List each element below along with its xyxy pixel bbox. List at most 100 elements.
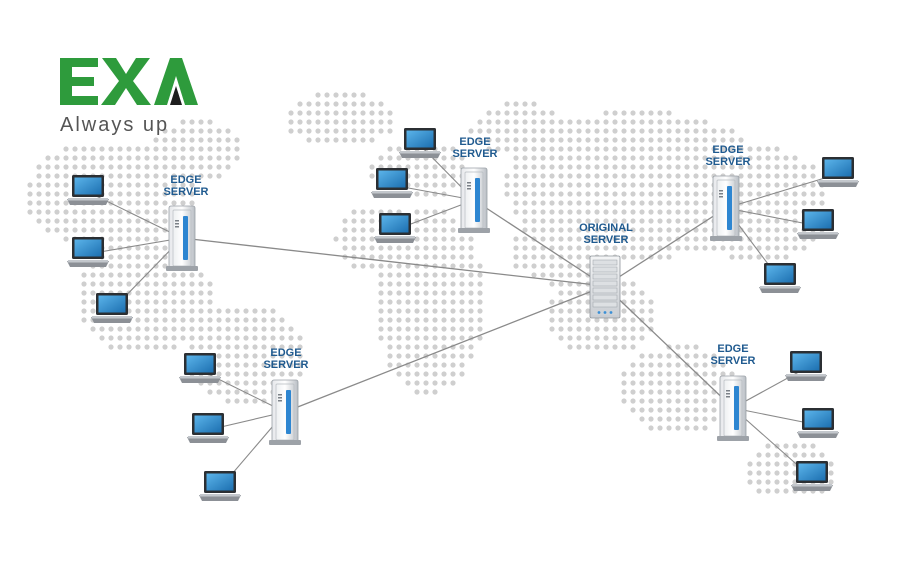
map-dot bbox=[558, 173, 564, 179]
map-dot bbox=[639, 308, 645, 314]
map-dot bbox=[351, 92, 357, 98]
map-dot bbox=[468, 308, 474, 314]
map-dot bbox=[234, 146, 240, 152]
map-dot bbox=[378, 326, 384, 332]
map-dot bbox=[585, 182, 591, 188]
map-dot bbox=[513, 110, 519, 116]
map-dot bbox=[81, 227, 87, 233]
laptop-icon bbox=[785, 351, 827, 381]
map-dot bbox=[441, 353, 447, 359]
map-dot bbox=[306, 119, 312, 125]
map-dot bbox=[513, 137, 519, 143]
map-dot bbox=[108, 344, 114, 350]
map-dot bbox=[396, 272, 402, 278]
map-dot bbox=[612, 200, 618, 206]
map-dot bbox=[756, 155, 762, 161]
map-dot bbox=[189, 155, 195, 161]
map-dot bbox=[225, 344, 231, 350]
map-dot bbox=[234, 308, 240, 314]
map-dot bbox=[774, 200, 780, 206]
map-dot bbox=[207, 308, 213, 314]
map-dot bbox=[594, 191, 600, 197]
map-dot bbox=[702, 236, 708, 242]
map-dot bbox=[378, 317, 384, 323]
map-dot bbox=[486, 119, 492, 125]
map-dot bbox=[216, 344, 222, 350]
map-dot bbox=[360, 110, 366, 116]
map-dot bbox=[567, 164, 573, 170]
map-dot bbox=[171, 308, 177, 314]
map-dot bbox=[54, 218, 60, 224]
map-dot bbox=[54, 191, 60, 197]
map-dot bbox=[783, 479, 789, 485]
map-dot bbox=[144, 164, 150, 170]
map-dot bbox=[360, 245, 366, 251]
map-dot bbox=[36, 218, 42, 224]
map-dot bbox=[108, 236, 114, 242]
map-dot bbox=[585, 164, 591, 170]
map-dot bbox=[216, 164, 222, 170]
map-dot bbox=[693, 245, 699, 251]
map-dot bbox=[450, 281, 456, 287]
map-dot bbox=[630, 407, 636, 413]
map-dot bbox=[513, 236, 519, 242]
map-dot bbox=[828, 479, 834, 485]
map-dot bbox=[585, 200, 591, 206]
map-dot bbox=[207, 317, 213, 323]
map-dot bbox=[63, 182, 69, 188]
map-dot bbox=[216, 371, 222, 377]
map-dot bbox=[621, 119, 627, 125]
map-dot bbox=[702, 182, 708, 188]
map-dot bbox=[180, 272, 186, 278]
map-dot bbox=[819, 452, 825, 458]
map-dot bbox=[675, 407, 681, 413]
map-dot bbox=[315, 128, 321, 134]
map-dot bbox=[774, 182, 780, 188]
map-dot bbox=[666, 389, 672, 395]
map-dot bbox=[207, 344, 213, 350]
map-dot bbox=[477, 290, 483, 296]
map-dot bbox=[360, 263, 366, 269]
map-dot bbox=[801, 191, 807, 197]
map-dot bbox=[207, 137, 213, 143]
map-dot bbox=[603, 110, 609, 116]
map-dot bbox=[459, 326, 465, 332]
map-dot bbox=[414, 254, 420, 260]
map-dot bbox=[351, 227, 357, 233]
map-dot bbox=[450, 335, 456, 341]
map-dot bbox=[603, 209, 609, 215]
map-dot bbox=[198, 317, 204, 323]
map-dot bbox=[189, 182, 195, 188]
map-dot bbox=[225, 389, 231, 395]
map-dot bbox=[549, 227, 555, 233]
map-dot bbox=[279, 317, 285, 323]
map-dot bbox=[432, 254, 438, 260]
map-dot bbox=[234, 380, 240, 386]
map-dot bbox=[450, 218, 456, 224]
map-dot bbox=[531, 254, 537, 260]
map-dot bbox=[684, 119, 690, 125]
map-dot bbox=[549, 317, 555, 323]
map-dot bbox=[702, 155, 708, 161]
map-dot bbox=[135, 236, 141, 242]
map-dot bbox=[414, 362, 420, 368]
map-dot bbox=[684, 425, 690, 431]
map-dot bbox=[603, 236, 609, 242]
map-dot bbox=[693, 164, 699, 170]
map-dot bbox=[666, 200, 672, 206]
map-dot bbox=[666, 137, 672, 143]
map-dot bbox=[558, 191, 564, 197]
map-dot bbox=[693, 398, 699, 404]
map-dot bbox=[567, 263, 573, 269]
map-dot bbox=[198, 299, 204, 305]
map-dot bbox=[54, 209, 60, 215]
map-dot bbox=[711, 371, 717, 377]
map-dot bbox=[450, 299, 456, 305]
map-dot bbox=[792, 200, 798, 206]
map-dot bbox=[549, 191, 555, 197]
map-dot bbox=[630, 200, 636, 206]
map-dot bbox=[243, 317, 249, 323]
map-dot bbox=[504, 182, 510, 188]
map-dot bbox=[270, 353, 276, 359]
